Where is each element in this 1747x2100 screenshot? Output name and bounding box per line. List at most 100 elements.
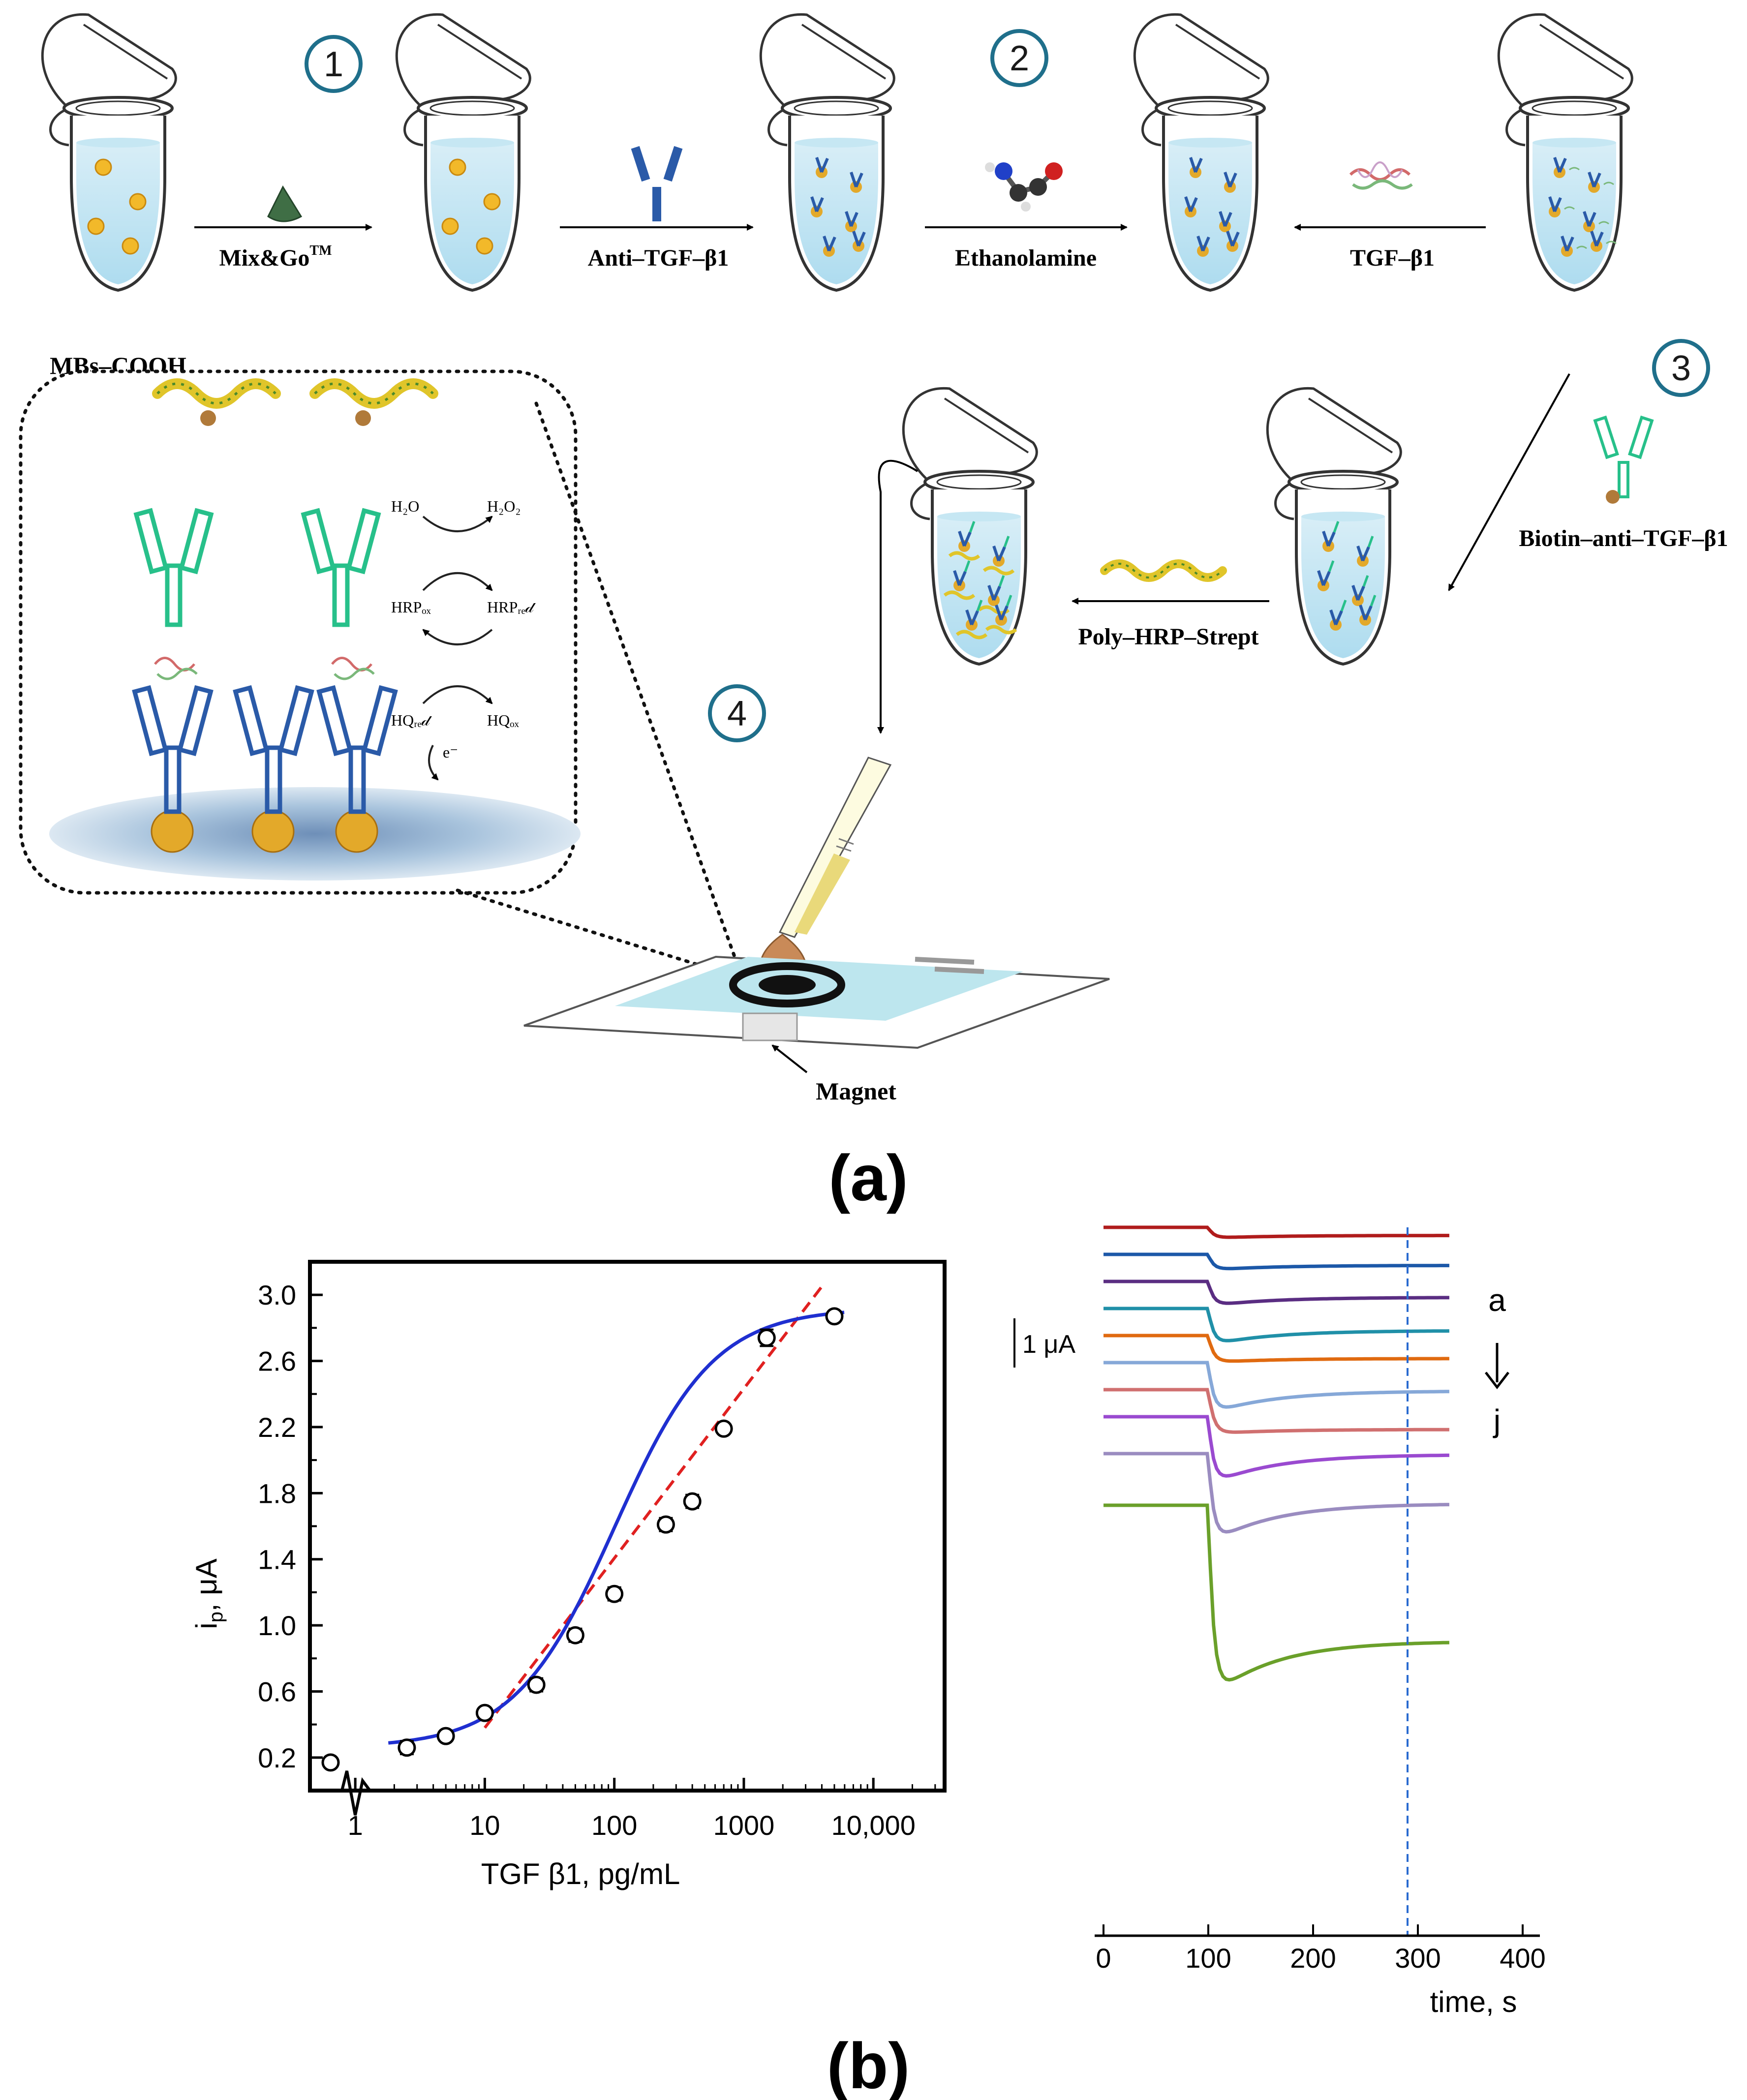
y-tick-label: 1.8 (258, 1478, 296, 1509)
svg-text:2: 2 (1010, 39, 1029, 78)
data-point (527, 1675, 546, 1694)
arrow-ethanolamine: Ethanolamine (925, 162, 1128, 271)
data-point (398, 1738, 416, 1757)
hq-ox-label: HQₒₓ (487, 711, 519, 729)
blank-data-point (321, 1753, 340, 1772)
magnetic-bead-group (151, 810, 378, 853)
microtube-7 (902, 387, 1038, 666)
svg-text:Mix&GoTM: Mix&GoTM (219, 243, 332, 271)
poly-hrp-icon (1100, 559, 1227, 582)
calibration-plot-frame (308, 1260, 947, 1793)
data-point (436, 1727, 455, 1745)
transfer-arrow (877, 459, 919, 734)
capture-antibody-group (132, 685, 398, 814)
magnet-label: Magnet (816, 1077, 896, 1105)
microtube-3 (759, 13, 895, 292)
amperogram-trace (1103, 1388, 1449, 1434)
y-tick-label: 2.2 (258, 1412, 296, 1443)
microtube-6 (1266, 387, 1402, 666)
electrode-surface (49, 787, 581, 881)
electron-label: e⁻ (443, 743, 458, 761)
linear-fit-line (484, 1285, 823, 1729)
ethanolamine-molecule-icon (985, 162, 1063, 212)
amperogram-trace (1103, 1307, 1449, 1342)
amperogram-series (1103, 1225, 1449, 1682)
svg-text:4: 4 (727, 694, 747, 733)
amperogram-trace (1103, 1361, 1449, 1409)
y-tick-label: 2.6 (258, 1346, 296, 1377)
x-tick-label: 400 (1500, 1943, 1545, 1974)
y-tick-label: 3.0 (258, 1279, 296, 1310)
data-point (605, 1584, 624, 1603)
amperogram-trace (1103, 1225, 1449, 1239)
hrp-red-label: HRPᵣₑ𝒹 (487, 598, 536, 616)
arrow-poly-hrp: Poly–HRP–Strept (1072, 559, 1269, 650)
biotin-label: Biotin–anti–TGF–β1 (1519, 525, 1728, 551)
zoom-line-top (534, 401, 737, 961)
tgf-antigen-group (154, 657, 375, 680)
sigmoid-fit-curve (388, 1310, 845, 1745)
series-order-arrow-icon (1485, 1343, 1509, 1390)
mixgo-label: Mix&Go (219, 245, 309, 271)
svg-text:3: 3 (1671, 349, 1691, 388)
amperogram-trace (1103, 1415, 1449, 1478)
step-circle-1: 1 (305, 35, 363, 93)
step-circle-2: 2 (990, 29, 1048, 87)
zoom-line-bottom (456, 888, 730, 976)
data-point (825, 1307, 844, 1326)
calibration-x-label: TGF β1, pg/mL (481, 1857, 680, 1890)
panel-a-label: (a) (828, 1142, 908, 1214)
panel-a: 1 2 3 4 MBs–COOH Mix&GoTM (19, 13, 1728, 1214)
y-tick-label: 1.4 (258, 1544, 296, 1575)
x-tick-label: 0 (1096, 1943, 1111, 1974)
data-point (656, 1515, 675, 1534)
mixgo-tm: TM (309, 243, 332, 258)
arrow-anti-tgf: Anti–TGF–β1 (560, 146, 754, 271)
amperogram-trace (1103, 1452, 1449, 1534)
pipette-tip (778, 757, 892, 938)
arrow-mixgo: Mix&GoTM (194, 185, 372, 271)
y-tick-label: 0.2 (258, 1742, 296, 1773)
series-end-label: j (1493, 1403, 1501, 1438)
x-tick-label: 300 (1395, 1943, 1441, 1974)
h2o-label: H₂O (391, 497, 419, 515)
y-tick-label: 0.6 (258, 1676, 296, 1707)
screen-printed-electrode (523, 955, 1110, 1049)
panel-b-label: (b) (827, 2030, 910, 2100)
amperogram-trace (1103, 1279, 1449, 1305)
hq-red-label: HQᵣₑ𝒹 (391, 711, 432, 729)
microtube-1 (41, 13, 177, 292)
step-circle-3: 3 (1652, 339, 1710, 397)
detection-antibody-group (133, 508, 381, 627)
calibration-series (321, 1285, 845, 1772)
x-tick-label: 100 (1185, 1943, 1231, 1974)
data-point (683, 1492, 702, 1511)
tgf-label: TGF–β1 (1350, 245, 1435, 271)
data-point (475, 1704, 494, 1722)
x-tick-label: 10 (469, 1810, 500, 1841)
amperogram-trace (1103, 1252, 1449, 1271)
magnet-pointer (771, 1044, 808, 1073)
amperogram-x-label: time, s (1430, 1985, 1517, 2018)
microtube-2 (395, 13, 531, 292)
h2o2-label: H₂O₂ (487, 497, 521, 515)
data-point (566, 1626, 584, 1644)
y-tick-label: 1.0 (258, 1610, 296, 1641)
arrow-tgf: TGF–β1 (1294, 161, 1486, 271)
poly-hrp-label: Poly–HRP–Strept (1078, 624, 1258, 650)
x-tick-label: 1000 (713, 1810, 775, 1841)
detection-inset: H₂O H₂O₂ HRPₒₓ HRPᵣₑ𝒹 HQᵣₑ𝒹 HQₒₓ e⁻ (19, 369, 581, 895)
arrow-biotin: Biotin–anti–TGF–β1 (1448, 373, 1728, 591)
x-tick-label: 10,000 (831, 1810, 916, 1841)
magnet-block (742, 1012, 798, 1041)
amperogram-trace (1103, 1334, 1449, 1363)
step-circle-4: 4 (708, 684, 766, 742)
calibration-y-label: ip, μA (190, 1558, 227, 1629)
tgf-protein-icon (1349, 161, 1413, 190)
microtube-5 (1497, 13, 1633, 292)
data-point (757, 1329, 776, 1347)
